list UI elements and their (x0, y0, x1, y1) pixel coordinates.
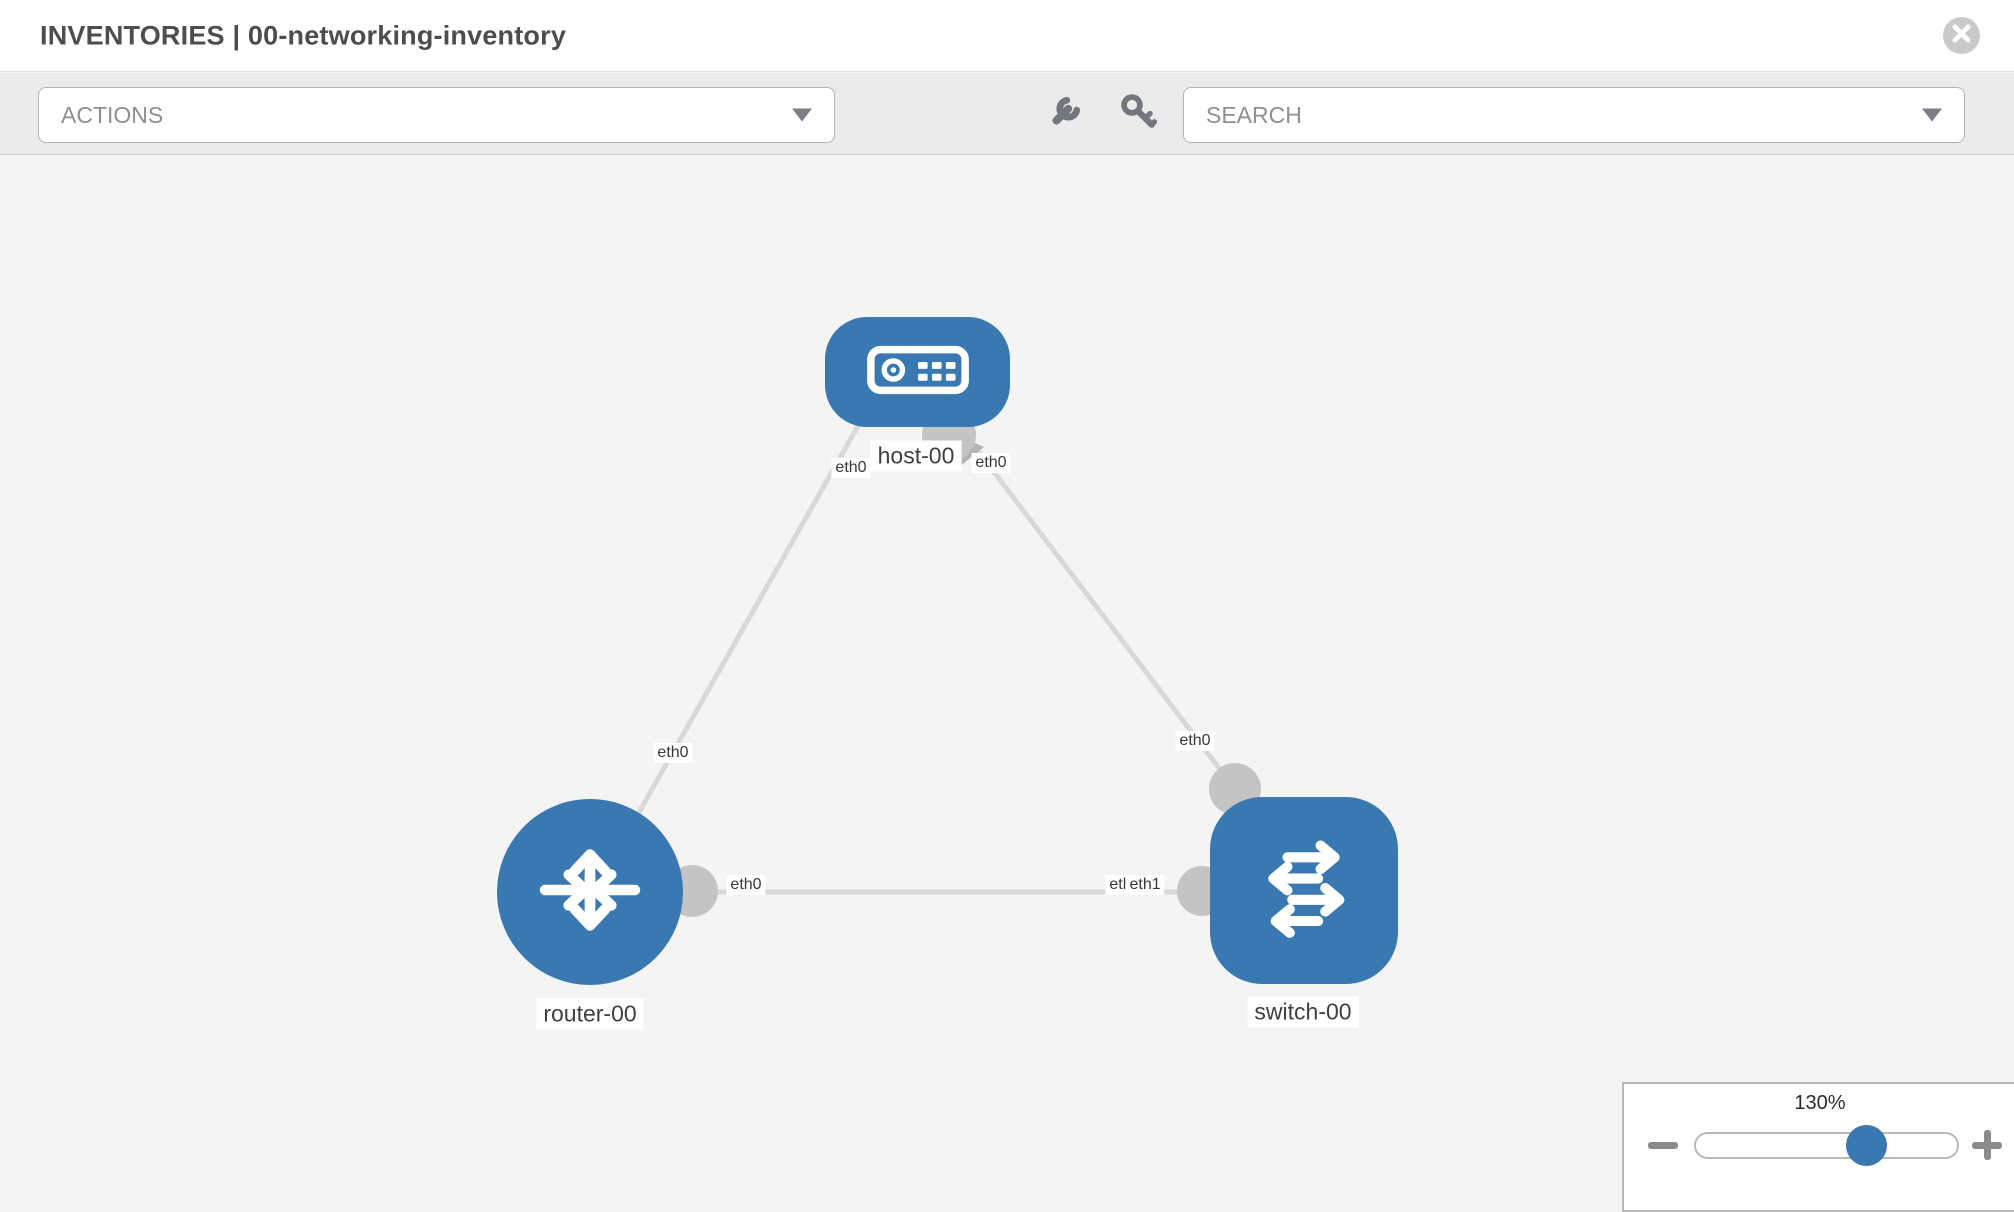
iface-label-switch-diag-eth0: eth0 (1175, 731, 1215, 751)
node-switch-00[interactable] (1210, 797, 1398, 984)
iface-label-router-eth0: eth0 (726, 875, 766, 895)
zoom-level-value: 130% (1794, 1092, 1846, 1114)
link-router-host[interactable] (597, 394, 878, 883)
key-icon (1119, 92, 1158, 135)
configure-button[interactable] (1044, 92, 1088, 136)
page-title: INVENTORIES | 00-networking-inventory (40, 20, 567, 50)
actions-dropdown[interactable]: ACTIONS (38, 87, 835, 143)
zoom-widget: 130% (1622, 1082, 2014, 1212)
zoom-in-button[interactable] (1970, 1128, 2004, 1162)
iface-label-host-eth0-right: eth0 (971, 453, 1011, 473)
router-icon (531, 831, 649, 954)
close-icon (1952, 23, 1971, 48)
iface-label-switch-eth1: eth1 (1125, 875, 1165, 895)
wrench-icon (1047, 92, 1085, 135)
topology-links-layer (590, 394, 1261, 917)
search-dropdown-label: SEARCH (1206, 101, 1302, 128)
close-button[interactable] (1943, 17, 1980, 54)
page-header: INVENTORIES | 00-networking-inventory (0, 0, 2014, 72)
chevron-down-icon (792, 108, 812, 122)
search-dropdown[interactable]: SEARCH (1183, 87, 1965, 143)
iface-label-router-diag-eth0: eth0 (653, 743, 693, 763)
actions-dropdown-label: ACTIONS (61, 101, 164, 128)
iface-label-host-eth0-left: eth0 (831, 458, 871, 478)
node-label-router: router-00 (536, 998, 644, 1030)
zoom-slider-track[interactable] (1694, 1125, 1959, 1166)
node-host-00[interactable] (825, 317, 1010, 427)
iface-label-switch-overlap: eth0 eth1 (1105, 875, 1165, 895)
node-router-00[interactable] (497, 799, 683, 985)
zoom-out-button[interactable] (1646, 1128, 1680, 1162)
chevron-down-icon (1922, 108, 1942, 122)
credentials-button[interactable] (1116, 92, 1160, 136)
zoom-slider-thumb[interactable] (1846, 1125, 1887, 1166)
host-icon (864, 340, 972, 405)
toolbar: ACTIONS SEARCH (0, 73, 2014, 155)
node-label-switch: switch-00 (1247, 996, 1359, 1028)
topology-canvas[interactable]: host-00 router-00 switch-00 eth0 eth0 et… (0, 156, 2014, 1200)
node-label-host: host-00 (870, 440, 962, 472)
switch-icon (1245, 829, 1363, 952)
